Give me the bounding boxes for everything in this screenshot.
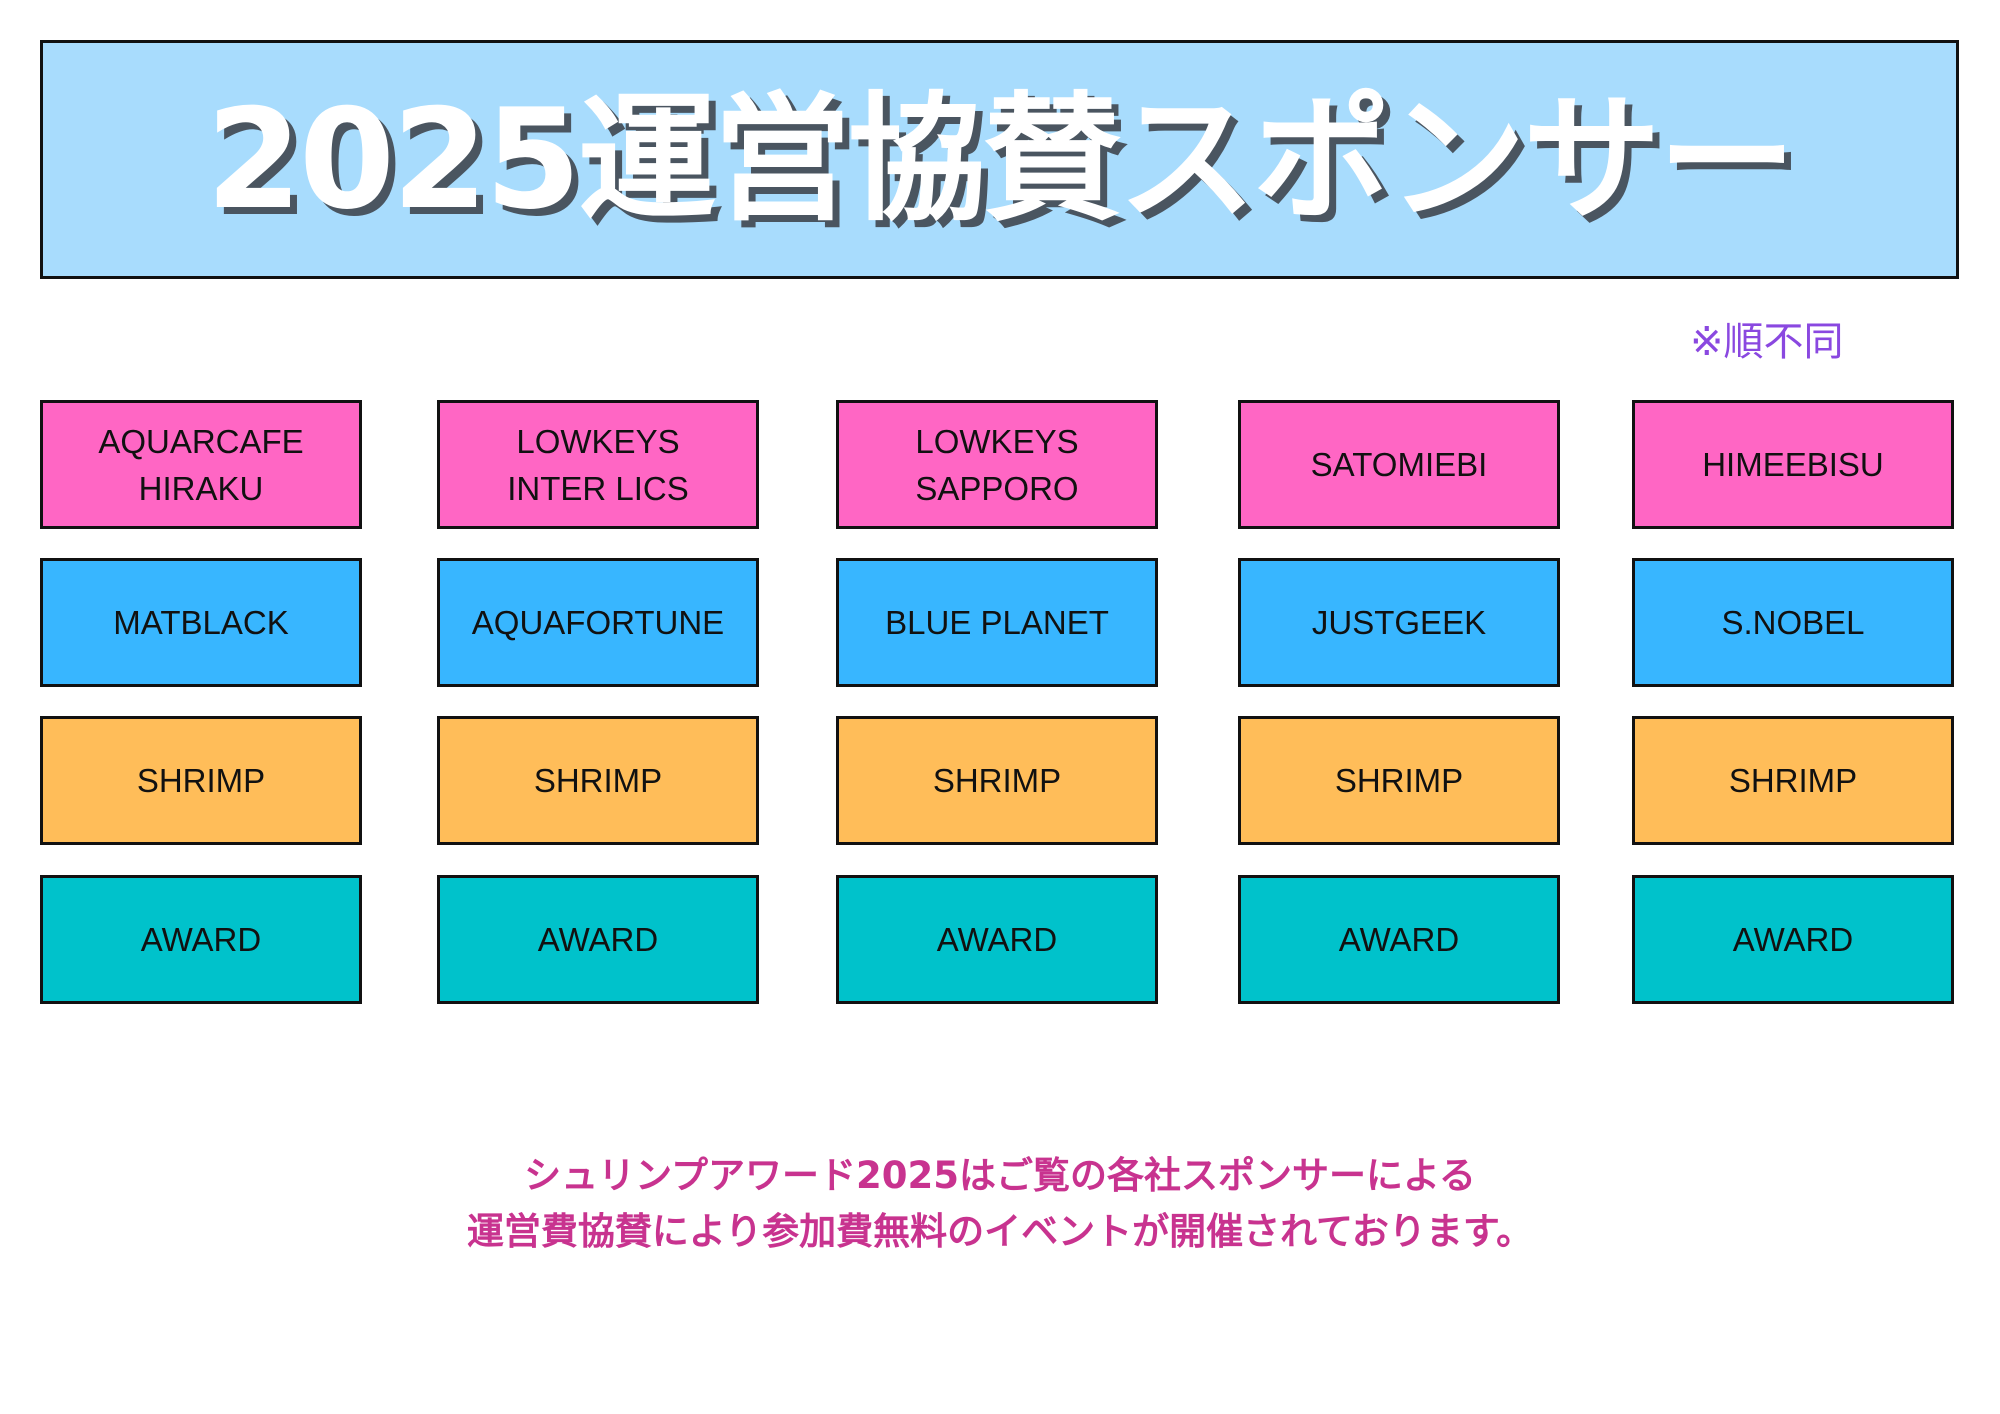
sponsor-name: LOWKEYS SAPPORO — [915, 422, 1079, 507]
order-note: ※順不同 — [1690, 319, 1844, 365]
sponsor-name: AQUARCAFE HIRAKU — [98, 422, 304, 507]
sponsor-name: S.NOBEL — [1721, 604, 1865, 641]
sponsor-tile: AWARD — [836, 875, 1158, 1004]
footer-message: シュリンプアワード2025はご覧の各社スポンサーによる 運営費協賛により参加費無… — [0, 1148, 2000, 1260]
sponsor-tile: BLUE PLANET — [836, 558, 1158, 687]
sponsor-name: SHRIMP — [533, 762, 663, 799]
sponsor-name: SHRIMP — [1728, 762, 1858, 799]
sponsor-tile: JUSTGEEK — [1238, 558, 1560, 687]
sponsor-name: HIMEEBISU — [1702, 446, 1884, 483]
sponsor-name: AQUAFORTUNE — [471, 604, 725, 641]
sponsor-name: BLUE PLANET — [885, 604, 1109, 641]
sponsor-name: AWARD — [1732, 921, 1854, 958]
sponsor-tile: AWARD — [40, 875, 362, 1004]
sponsor-name: AWARD — [1338, 921, 1460, 958]
sponsor-name: SHRIMP — [1334, 762, 1464, 799]
sponsor-tile: LOWKEYS SAPPORO — [836, 400, 1158, 529]
sponsor-tile: SATOMIEBI — [1238, 400, 1560, 529]
sponsor-name: SHRIMP — [136, 762, 266, 799]
sponsor-tile: S.NOBEL — [1632, 558, 1954, 687]
sponsor-tile: AQUAFORTUNE — [437, 558, 759, 687]
sponsor-tile: AWARD — [1632, 875, 1954, 1004]
sponsor-tile: HIMEEBISU — [1632, 400, 1954, 529]
footer-line-1: シュリンプアワード2025はご覧の各社スポンサーによる — [524, 1154, 1476, 1197]
sponsor-name: MATBLACK — [113, 604, 289, 641]
sponsor-name: AWARD — [140, 921, 262, 958]
sponsor-name: LOWKEYS INTER LICS — [507, 422, 689, 507]
sponsor-name: SHRIMP — [932, 762, 1062, 799]
sponsor-tile: SHRIMP — [1632, 716, 1954, 845]
sponsor-tile: SHRIMP — [40, 716, 362, 845]
title-banner: 2025運営協賛スポンサー — [40, 40, 1959, 279]
sponsor-tile: AWARD — [437, 875, 759, 1004]
sponsor-tile: AWARD — [1238, 875, 1560, 1004]
sponsor-tile: MATBLACK — [40, 558, 362, 687]
sponsor-name: JUSTGEEK — [1311, 604, 1487, 641]
sponsor-tile: SHRIMP — [1238, 716, 1560, 845]
sponsor-name: AWARD — [936, 921, 1058, 958]
sponsor-name: SATOMIEBI — [1310, 446, 1488, 483]
sponsor-tile: AQUARCAFE HIRAKU — [40, 400, 362, 529]
page-title: 2025運営協賛スポンサー — [205, 78, 1796, 240]
footer-line-2: 運営費協賛により参加費無料のイベントが開催されております。 — [466, 1210, 1534, 1253]
sponsor-name: AWARD — [537, 921, 659, 958]
sponsor-tile: LOWKEYS INTER LICS — [437, 400, 759, 529]
sponsor-tile: SHRIMP — [437, 716, 759, 845]
sponsor-tile: SHRIMP — [836, 716, 1158, 845]
